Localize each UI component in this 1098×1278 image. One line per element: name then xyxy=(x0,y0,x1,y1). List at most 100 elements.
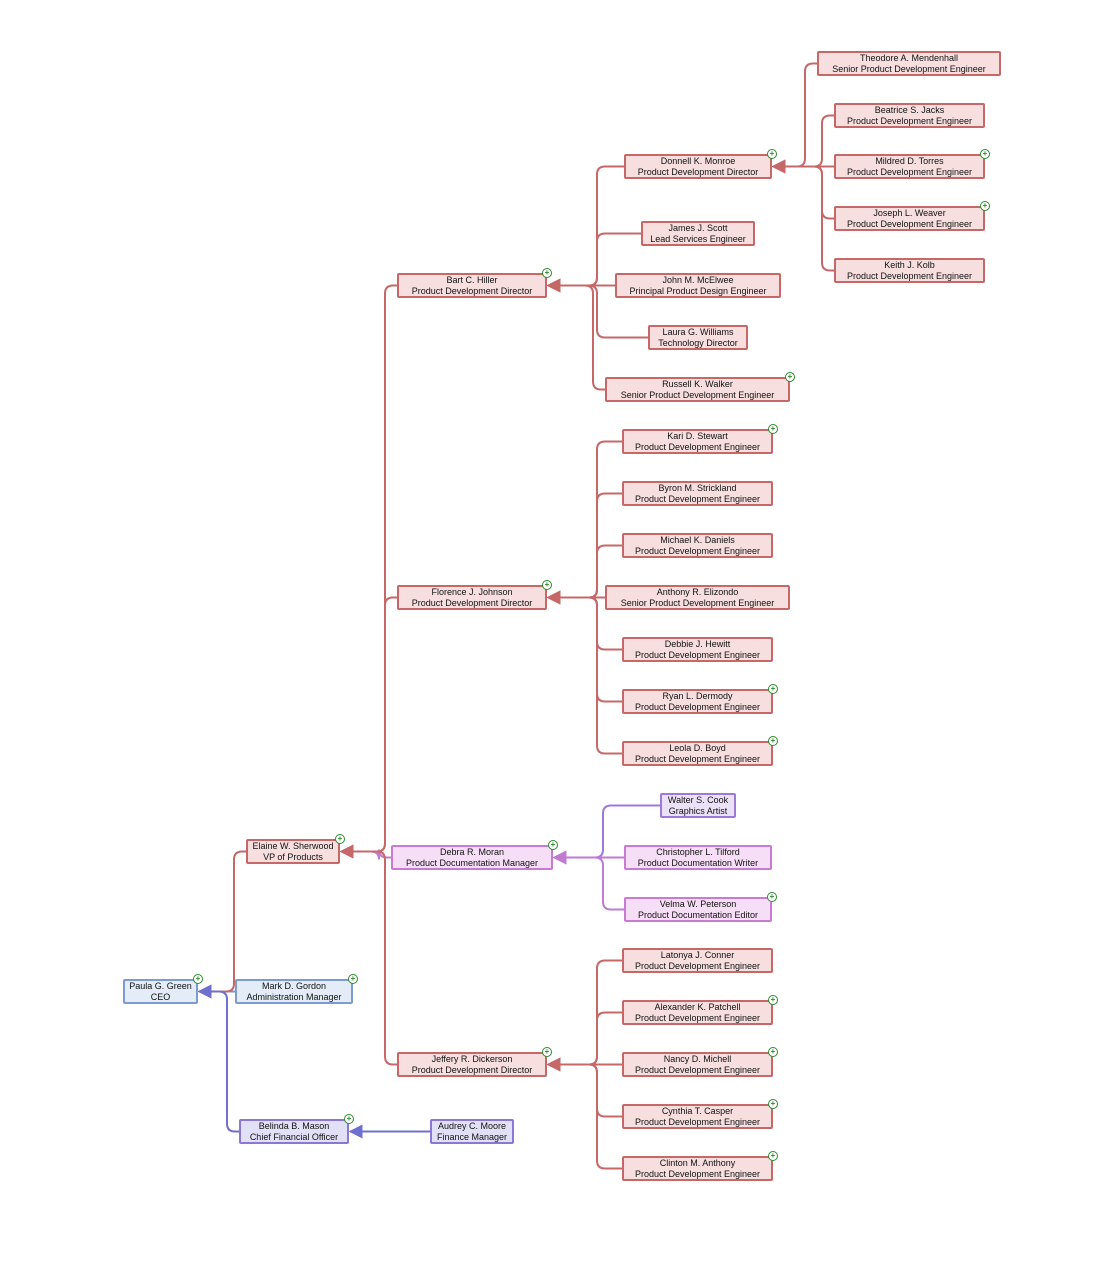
node-name: Donnell K. Monroe xyxy=(660,155,736,166)
node-title: Product Development Engineer xyxy=(634,1064,761,1075)
expand-plus-icon[interactable]: + xyxy=(344,1114,354,1124)
link-jacks-to-monroe xyxy=(771,114,834,174)
node-name: Cynthia T. Casper xyxy=(661,1105,734,1116)
node-name: Jeffery R. Dickerson xyxy=(431,1053,513,1064)
link-williams-to-hiller xyxy=(546,278,648,339)
expand-plus-icon[interactable]: + xyxy=(980,201,990,211)
expand-plus-icon[interactable]: + xyxy=(768,995,778,1005)
node-name: Belinda B. Mason xyxy=(258,1120,330,1131)
node-name: Keith J. Kolb xyxy=(884,259,935,270)
node-name: Latonya J. Conner xyxy=(660,949,735,960)
node-title: Product Development Engineer xyxy=(846,115,973,126)
expand-plus-icon[interactable]: + xyxy=(548,840,558,850)
node-title: Product Development Director xyxy=(411,597,533,608)
node-name: Clinton M. Anthony xyxy=(659,1157,736,1168)
node-title: Product Development Engineer xyxy=(634,493,761,504)
node-name: Walter S. Cook xyxy=(667,794,729,805)
expand-plus-icon[interactable]: + xyxy=(785,372,795,382)
node-name: Paula G. Green xyxy=(129,980,192,991)
node-title: Product Development Engineer xyxy=(846,270,973,281)
expand-plus-icon[interactable]: + xyxy=(767,149,777,159)
expand-plus-icon[interactable]: + xyxy=(768,1151,778,1161)
node-title: Product Development Engineer xyxy=(846,218,973,229)
node-title: Product Development Engineer xyxy=(634,545,761,556)
node-name: John M. McElwee xyxy=(662,274,734,285)
node-name: Alexander K. Patchell xyxy=(654,1001,741,1012)
expand-plus-icon[interactable]: + xyxy=(542,580,552,590)
node-name: Audrey C. Moore xyxy=(437,1120,507,1131)
node-title: VP of Products xyxy=(263,851,323,862)
expand-plus-icon[interactable]: + xyxy=(542,268,552,278)
expand-plus-icon[interactable]: + xyxy=(348,974,358,984)
node-title: Finance Manager xyxy=(436,1131,508,1142)
expand-plus-icon[interactable]: + xyxy=(335,834,345,844)
expand-plus-icon[interactable]: + xyxy=(768,424,778,434)
expand-plus-icon[interactable]: + xyxy=(767,892,777,902)
node-title: Administration Manager xyxy=(246,991,342,1002)
link-mendenhall-to-monroe xyxy=(771,62,817,174)
expand-plus-icon[interactable]: + xyxy=(768,1047,778,1057)
expand-plus-icon[interactable]: + xyxy=(768,1099,778,1109)
expand-plus-icon[interactable]: + xyxy=(193,974,203,984)
node-name: Mildred D. Torres xyxy=(875,155,944,166)
node-title: Chief Financial Officer xyxy=(249,1131,339,1142)
node-title: Senior Product Development Engineer xyxy=(832,63,986,74)
expand-plus-icon[interactable]: + xyxy=(768,736,778,746)
node-name: Byron M. Strickland xyxy=(658,482,737,493)
expand-plus-icon[interactable]: + xyxy=(768,684,778,694)
link-casper-to-dickerson xyxy=(546,1057,622,1118)
expand-plus-icon[interactable]: + xyxy=(542,1047,552,1057)
node-name: Leola D. Boyd xyxy=(669,742,726,753)
node-title: Product Development Director xyxy=(637,166,759,177)
link-boyd-to-johnson xyxy=(546,590,622,755)
link-anthony-to-dickerson xyxy=(546,1057,622,1170)
node-title: CEO xyxy=(150,991,171,1002)
node-title: Product Development Engineer xyxy=(634,1116,761,1127)
node-name: Anthony R. Elizondo xyxy=(656,586,739,597)
node-name: Joseph L. Weaver xyxy=(873,207,946,218)
node-title: Senior Product Development Engineer xyxy=(620,597,775,608)
node-name: Debbie J. Hewitt xyxy=(664,638,731,649)
node-name: Debra R. Moran xyxy=(439,846,505,857)
node-name: Nancy D. Michell xyxy=(663,1053,732,1064)
node-title: Product Development Engineer xyxy=(634,753,761,764)
node-name: Theodore A. Mendenhall xyxy=(859,52,959,63)
expand-plus-icon[interactable]: + xyxy=(980,149,990,159)
